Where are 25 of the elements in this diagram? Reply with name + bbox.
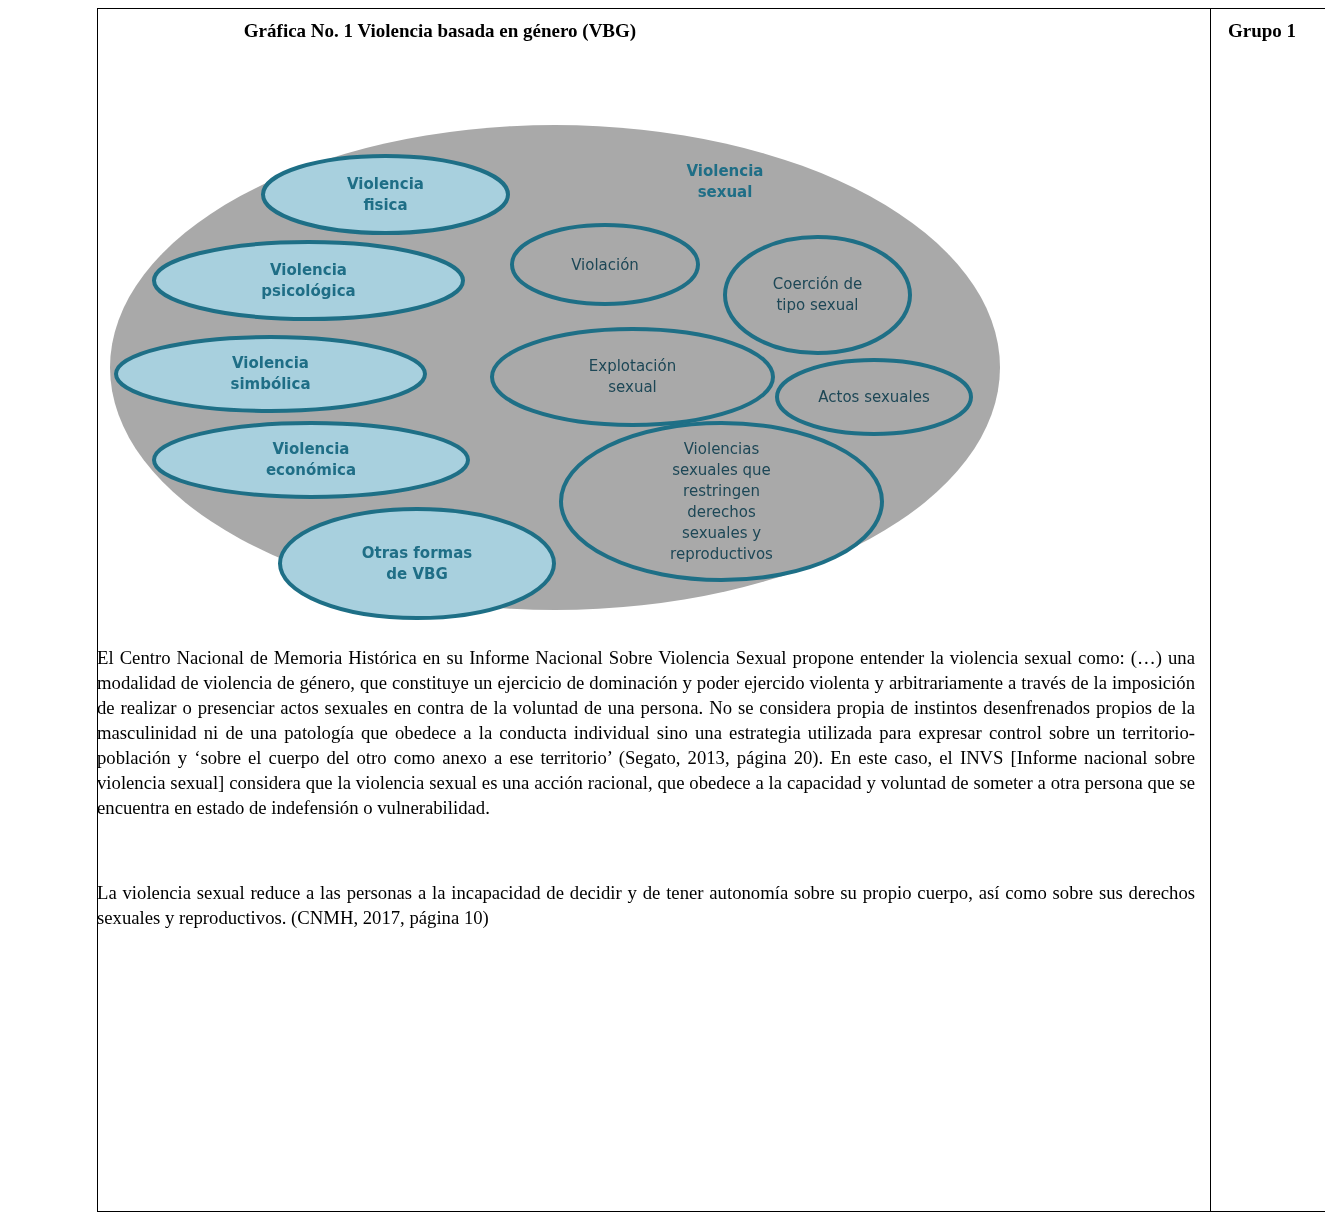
ellipse-label: Otras formas de VBG [360, 542, 474, 585]
body-paragraph: La violencia sexual reduce a las personas a la incapacidad de decidir y de tener autonomía sobre su propio cuerpo, así como sobre sus derechos sexuales y reproductivos. (CNMH, 2017, página 10) [97, 881, 1195, 930]
group-label: Grupo 1 [1228, 20, 1297, 42]
chart-title: Gráfica No. 1 Violencia basada en género (VBG) [242, 20, 638, 42]
ellipse-label: Coerción de tipo sexual [771, 274, 864, 316]
type-ellipse [152, 240, 465, 321]
type-ellipse [152, 421, 470, 499]
type-ellipse [278, 507, 556, 620]
ellipse-label: Violencias sexuales que restringen derechos sexuales y reproductivos [669, 438, 774, 565]
body-paragraph: El Centro Nacional de Memoria Histórica en su Informe Nacional Sobre Violencia Sexual propone entender la violencia sexual como: (…) una modalidad de violencia de género, que constituye un ejercicio de dominación y poder ejercido violenta y arbitrariamente a través de la imposición de realizar o presenciar actos sexuales en contra de la voluntad de una persona. No se considera propia de instintos desenfrenados propios de la masculinidad ni de una patología que obedece a la conducta individual sino una estrategia utilizada para expresar control sobre un territorio-población y ‘sobre el cuerpo del otro como anexo a ese territorio’ (Segato, 2013, página 20). En este caso, el INVS [Informe nacional sobre violencia sexual] considera que la violencia sexual es una acción racional, que obedece a la capacidad y voluntad de someter a otra persona que se encuentra en estado de indefensión o vulnerabilidad. [97, 646, 1195, 820]
type-ellipse [775, 358, 973, 436]
type-ellipse [261, 154, 510, 235]
ellipse-label: Violencia simbólica [229, 353, 312, 395]
ellipse-label: Explotación sexual [587, 356, 678, 398]
type-ellipse [490, 327, 775, 427]
ellipse-label: Violencia psicológica [260, 259, 357, 302]
ellipse-label: Violencia económica [264, 439, 358, 481]
type-ellipse [723, 235, 912, 355]
type-ellipse [114, 335, 427, 413]
type-ellipse [559, 421, 884, 582]
ellipse-label: Actos sexuales [818, 386, 930, 408]
ellipse-label: Violencia fisica [346, 173, 425, 216]
region-label: Violencia sexual [685, 161, 765, 203]
type-ellipse [510, 223, 700, 306]
ellipse-label: Violación [571, 254, 639, 275]
